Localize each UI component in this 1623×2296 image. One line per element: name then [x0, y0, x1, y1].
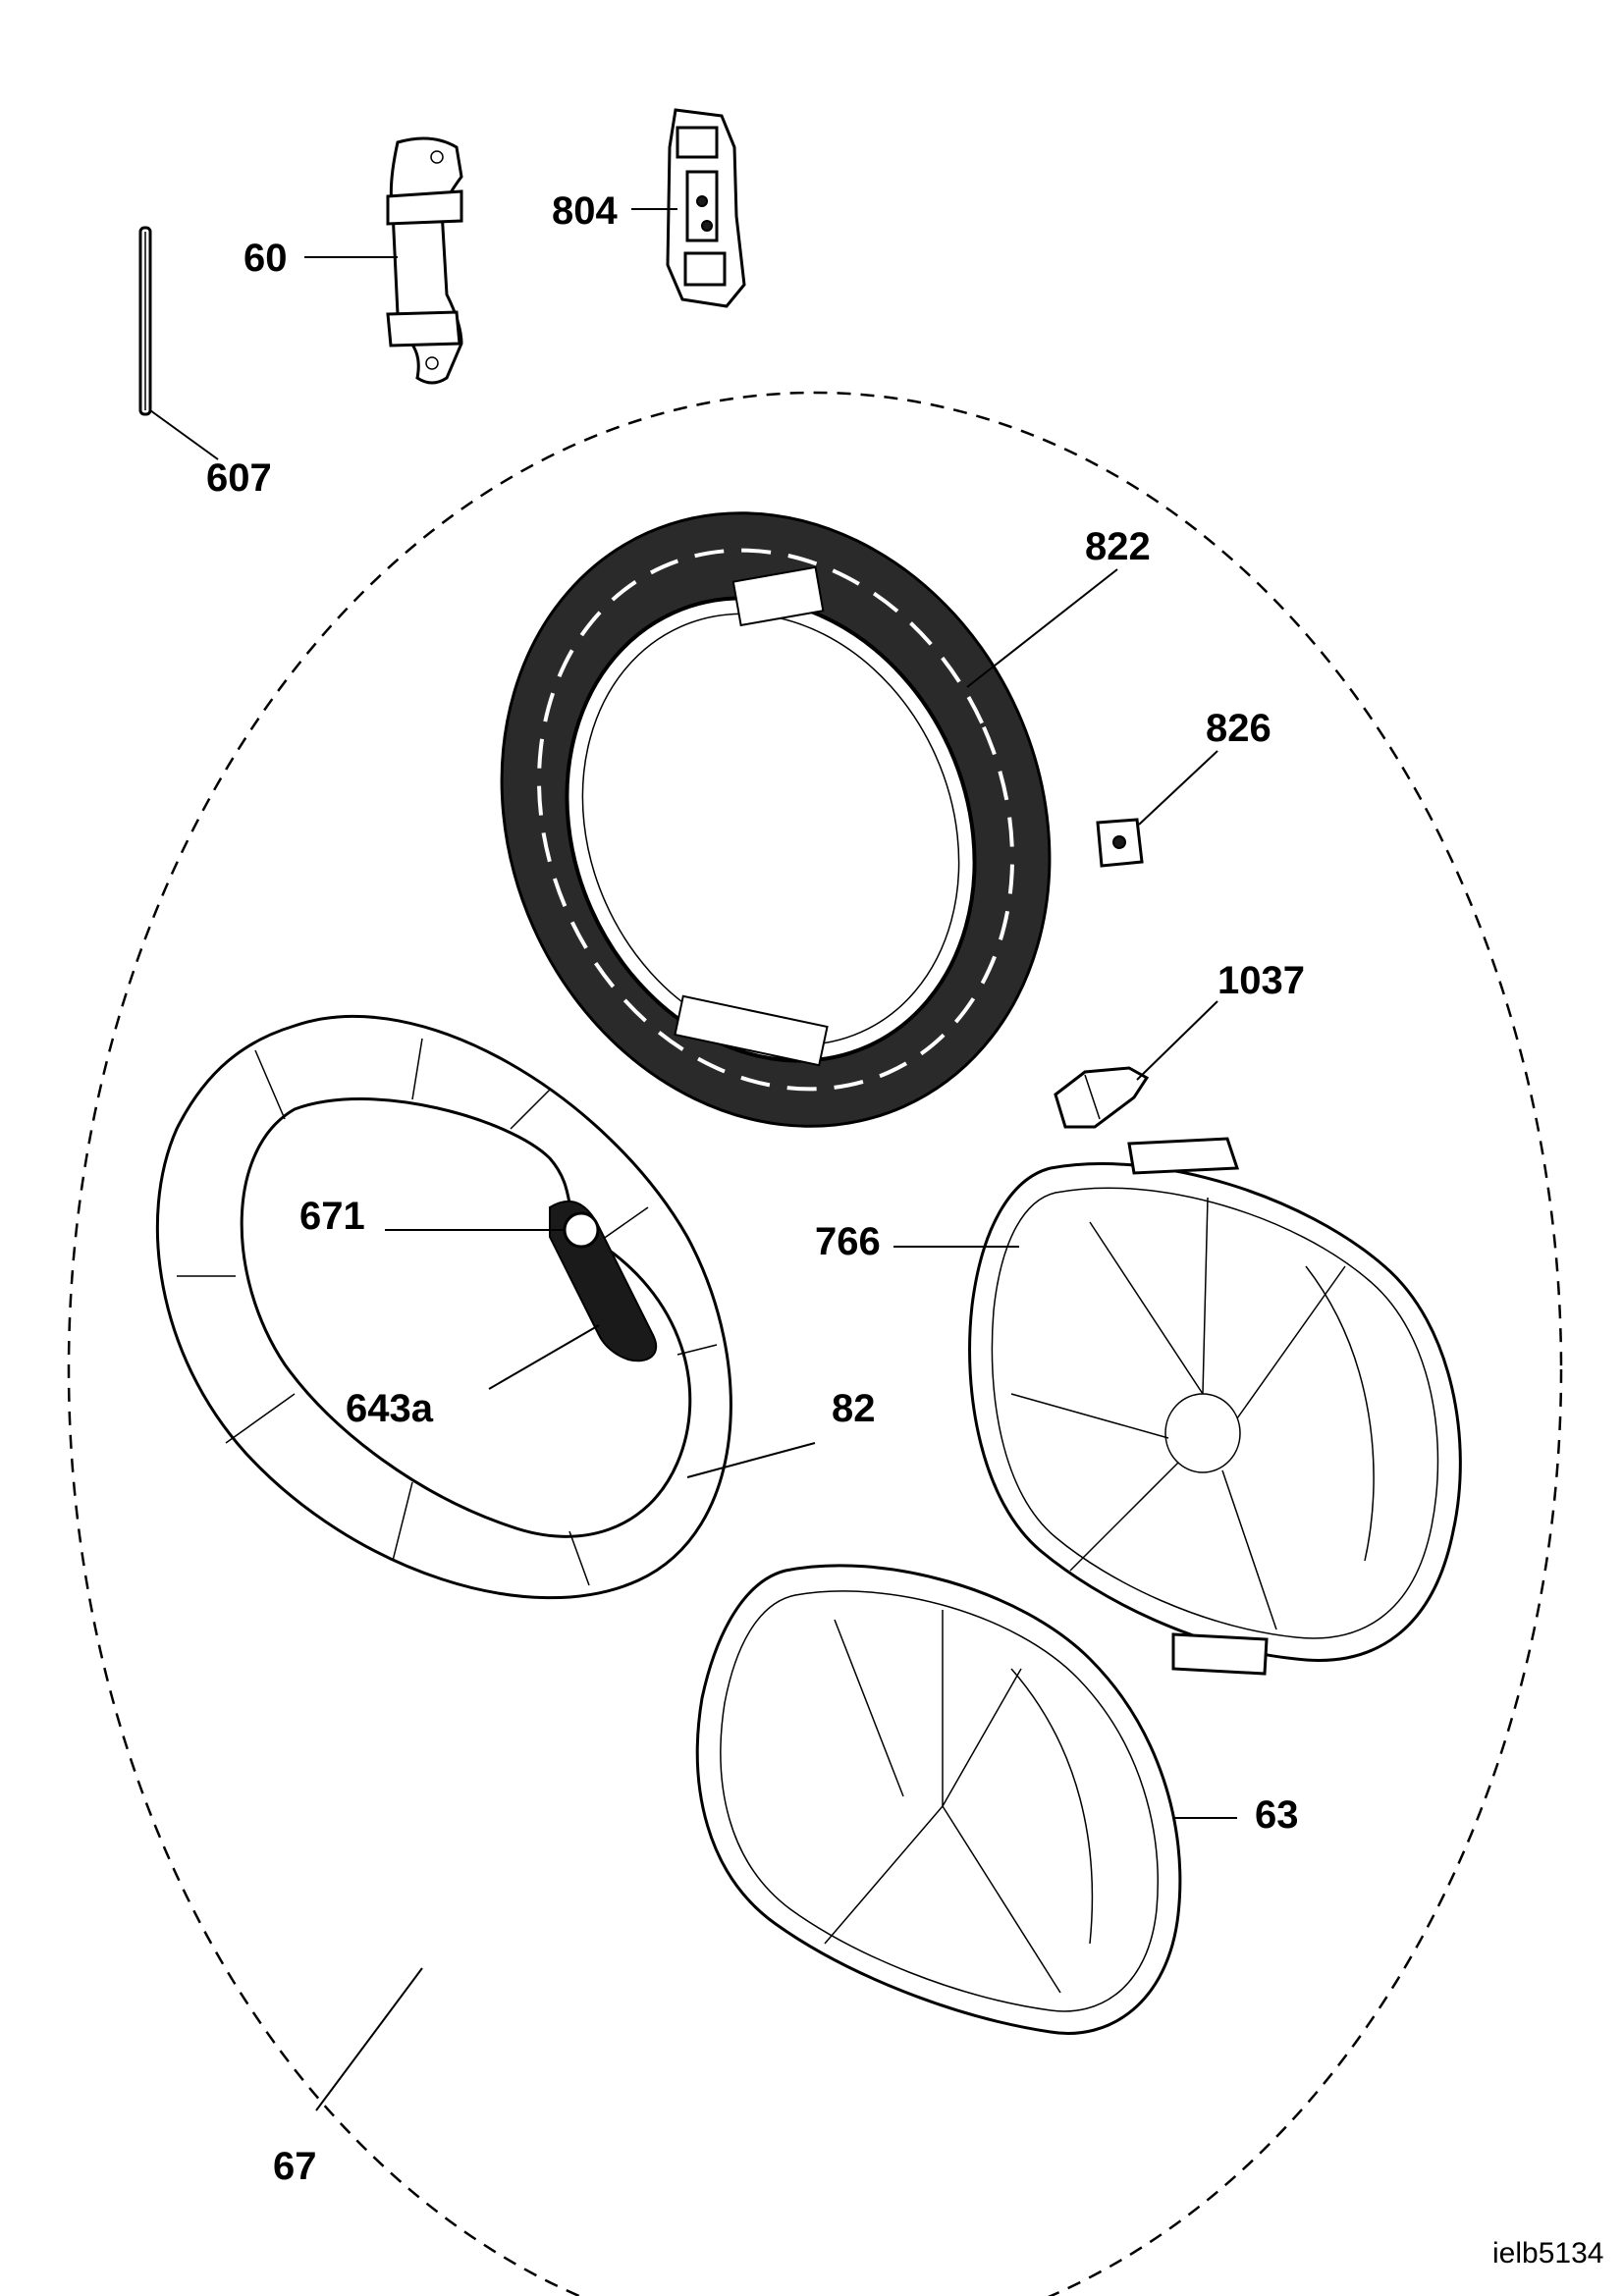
callout-67: 67 [273, 2145, 317, 2188]
callout-607: 607 [206, 456, 272, 500]
part-826-clip [1096, 818, 1144, 868]
callout-804: 804 [552, 189, 618, 233]
assembly-boundary-67 [67, 392, 1563, 2296]
leader-82 [686, 1442, 816, 1478]
callout-60: 60 [243, 237, 288, 280]
callout-63: 63 [1255, 1793, 1299, 1837]
part-60-hinge [386, 136, 463, 385]
leader-67 [315, 1967, 423, 2111]
leader-607 [149, 409, 219, 460]
part-804-hinge-plate [666, 108, 746, 308]
callout-643a: 643a [346, 1387, 434, 1430]
callout-82: 82 [832, 1387, 876, 1430]
leader-643a [488, 1324, 600, 1390]
part-63-door-glass [695, 1564, 1182, 2035]
callout-1037: 1037 [1217, 959, 1305, 1002]
reference-code: ielb5134 [1492, 2237, 1603, 2269]
callout-766: 766 [815, 1220, 881, 1263]
part-822-door-frame [500, 511, 1052, 1128]
part-82-outer-trim [155, 1014, 732, 1600]
leader-822 [966, 568, 1118, 688]
part-766-inner-bowl [968, 1137, 1462, 1676]
part-1037-wedge [1054, 1066, 1150, 1129]
leader-1037 [1136, 1000, 1218, 1081]
callout-826: 826 [1206, 707, 1271, 750]
part-607-rod [138, 226, 152, 416]
callout-822: 822 [1085, 525, 1151, 568]
part-671-button [563, 1211, 600, 1249]
callout-671: 671 [299, 1195, 365, 1238]
leader-826 [1138, 750, 1218, 826]
